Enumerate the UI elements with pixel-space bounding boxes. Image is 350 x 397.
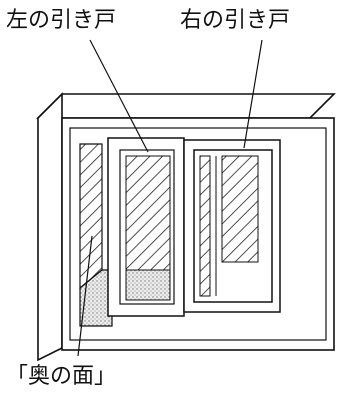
- left-door-back-face-hatch: [125, 155, 171, 271]
- leader-lines: [77, 39, 263, 357]
- label-left-sliding-door: 左の引き戸: [6, 8, 117, 33]
- right-door-inner-strip: [199, 155, 211, 297]
- leader-right-door: [243, 39, 263, 149]
- left-door-floor-stipple: [125, 269, 171, 301]
- label-back-face: 「奥の面」: [6, 364, 117, 389]
- back-face-left-hatch: [79, 143, 103, 290]
- right-door-back-face-hatch: [221, 155, 259, 263]
- left-sliding-door: [107, 137, 185, 317]
- leader-left-door: [89, 39, 149, 153]
- leader-back-face: [77, 235, 93, 357]
- right-sliding-door: [183, 139, 281, 313]
- cabinet-top-face: [36, 93, 336, 119]
- cabinet-side-face: [37, 92, 63, 362]
- label-right-sliding-door: 右の引き戸: [180, 8, 291, 33]
